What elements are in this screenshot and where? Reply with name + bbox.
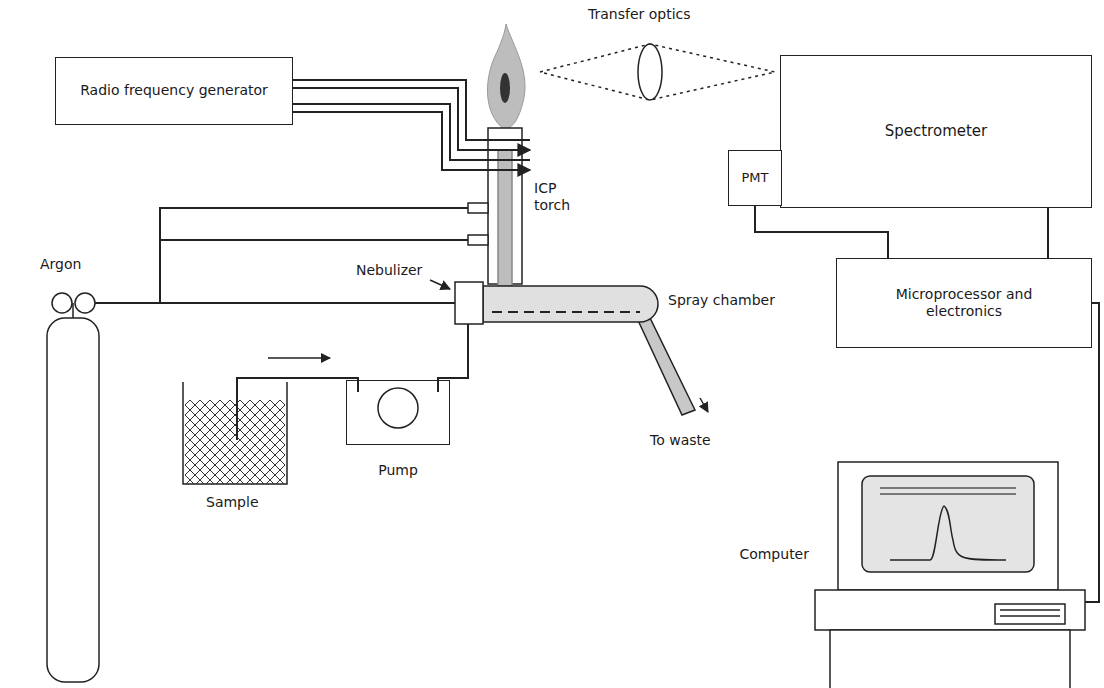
part-label: ICP torch [534, 180, 582, 214]
node-text: Pump [347, 462, 449, 480]
part-label: Nebulizer [356, 262, 422, 279]
leader-line [430, 280, 450, 289]
node-text: Computer [739, 546, 809, 564]
part-label: Sample [206, 494, 259, 511]
generator-box: Radio frequency generator [55, 57, 293, 125]
sample-beaker [183, 382, 287, 484]
sample-tubing [237, 324, 468, 440]
node-text: Radio frequency generator [80, 82, 268, 100]
transfer-optics [540, 44, 775, 100]
node-text: PMT [742, 170, 769, 186]
signal-wire [755, 206, 888, 258]
spectrometer-box: Spectrometer [780, 55, 1092, 208]
icp-torch [468, 128, 522, 286]
part-label: Spray chamber [668, 292, 775, 309]
pump-roller [378, 388, 418, 428]
node-text: Spectrometer [885, 122, 988, 141]
gas-line [95, 208, 468, 303]
plasma-flame [487, 24, 525, 130]
detector-box: PMT [728, 150, 782, 206]
part-label: To waste [650, 432, 711, 449]
computer-drawing [815, 462, 1085, 688]
node-text: Microprocessor and electronics [889, 286, 1039, 321]
part-label: Argon [40, 256, 81, 273]
pump-box: Pump [346, 380, 450, 445]
argon-cylinder [47, 293, 99, 682]
computer-unit: Computer [815, 462, 1085, 688]
rf-coil [293, 80, 530, 170]
part-label: Transfer optics [588, 6, 691, 23]
electronics-box: Microprocessor and electronics [836, 258, 1092, 348]
signal-wire [1047, 208, 1049, 258]
